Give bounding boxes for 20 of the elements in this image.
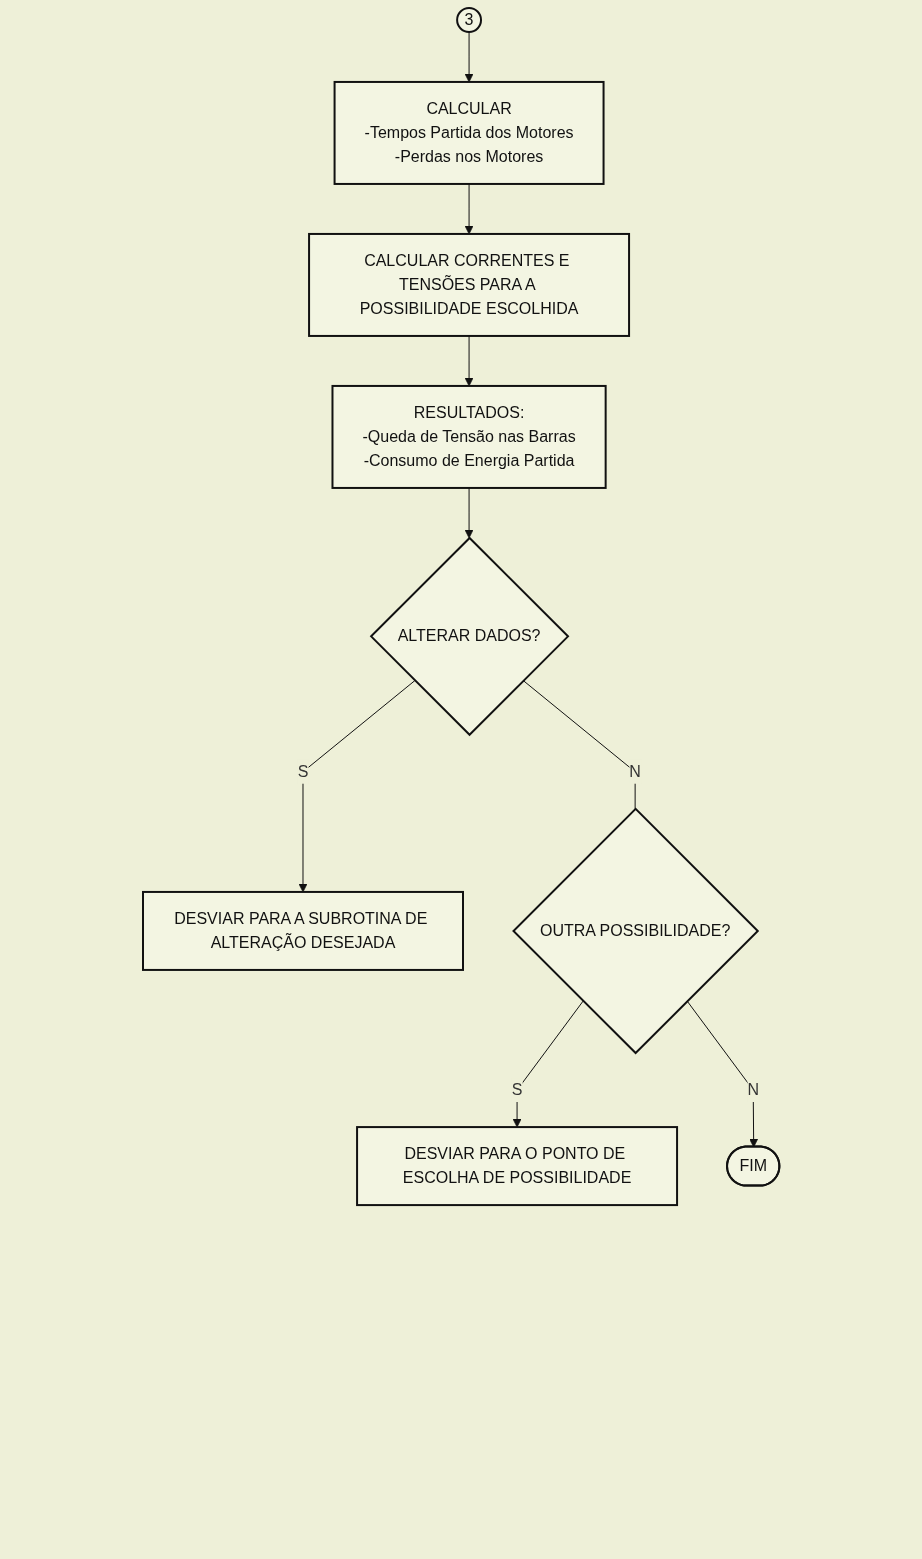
edge-label: S [297,762,309,780]
edge-label: S [511,1081,523,1099]
node-box: DESVIAR PARA O PONTO DE ESCOLHA DE POSSIBILIDADE [355,1126,678,1207]
edge-label: N [747,1081,759,1099]
node-box: RESULTADOS: -Queda de Tensão nas Barras -Consumo de Energia Partida [331,384,607,489]
node-box: CALCULAR -Tempos Partida dos Motores -Perdas nos Motores [333,80,605,185]
arrow [298,680,416,893]
arrow [464,487,474,539]
arrow [464,183,474,235]
node-box: CALCULAR CORRENTES E TENSÕES PARA A POSSIBILIDADE ESCOLHIDA [307,232,630,337]
node-diamond: OUTRA POSSIBILIDADE? [511,807,759,1055]
arrow [464,31,474,83]
arrow [464,335,474,387]
arrow [512,1000,584,1128]
node-diamond: ALTERAR DADOS? [369,536,570,737]
arrow [686,1000,758,1148]
connector [522,680,636,810]
node-box: DESVIAR PARA A SUBROTINA DE ALTERAÇÃO DESEJADA [141,890,464,971]
edge-label: N [629,762,641,780]
node-circle: 3 [455,7,482,33]
